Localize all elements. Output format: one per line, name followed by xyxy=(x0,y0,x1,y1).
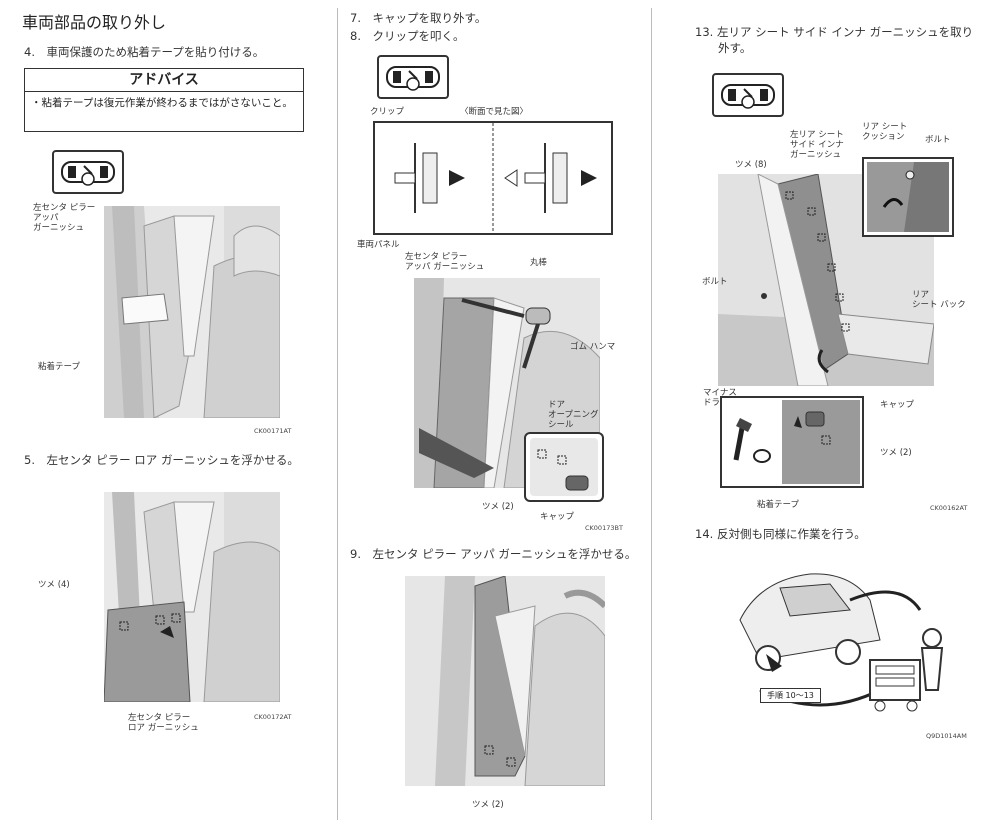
advice-box: アドバイス ・粘着テープは復元作業が終わるまではがさないこと。 xyxy=(24,68,304,132)
label-rear-seat-back: リア シート バック xyxy=(912,290,966,310)
label-steps-loop: 手順 10～13 xyxy=(760,688,821,703)
step-8: 8. クリップを叩く。 xyxy=(350,29,465,43)
figure-code: Q9D1014AM xyxy=(926,732,967,740)
label-upper-garnish: 左センタ ピラー アッパ ガーニッシュ xyxy=(405,252,485,272)
figure-repeat-other-side xyxy=(720,560,950,720)
step-4: 4. 車両保護のため粘着テープを貼り付ける。 xyxy=(24,45,265,59)
label-claw-4: ツメ (4) xyxy=(38,580,70,590)
section-title: 車両部品の取り外し xyxy=(22,13,167,32)
label-rod: 丸棒 xyxy=(530,258,548,268)
view-direction-icon xyxy=(712,73,784,117)
column-divider-1 xyxy=(337,8,338,820)
figure-upper-garnish-lift xyxy=(405,576,605,786)
figure-screwdriver-inset xyxy=(720,396,864,488)
label-rear-seat-garnish: 左リア シート サイド インナ ガーニッシュ xyxy=(790,130,844,160)
figure-lower-garnish xyxy=(104,492,280,702)
figure-pillar-tape xyxy=(104,206,280,418)
figure-hammer-clip xyxy=(414,278,600,488)
label-claw-8: ツメ (8) xyxy=(735,160,767,170)
label-flat-screwdriver: マイナス ドライバ xyxy=(703,388,737,408)
view-direction-icon xyxy=(377,55,449,99)
label-cap: キャップ xyxy=(880,400,915,410)
label-clip: クリップ xyxy=(370,107,405,117)
label-bolt: ボルト xyxy=(702,277,728,287)
view-direction-icon xyxy=(52,150,124,194)
advice-title: アドバイス xyxy=(25,69,303,92)
step-14: 14. 反対側も同様に作業を行う。 xyxy=(695,527,866,541)
step-13: 13. 左リア シート サイド インナ ガーニッシュを取り 外す。 xyxy=(695,25,974,55)
label-tape: 粘着テープ xyxy=(38,362,80,372)
figure-clip-cross-section xyxy=(373,121,613,235)
label-rubber-hammer: ゴム ハンマ xyxy=(570,342,616,352)
figure-cap-inset xyxy=(524,432,604,502)
label-cap: キャップ xyxy=(540,512,575,522)
figure-code: CK00171AT xyxy=(254,427,292,435)
column-divider-2 xyxy=(651,8,652,820)
car-view-icon xyxy=(386,66,440,91)
figure-code: CK00173BT xyxy=(585,524,623,532)
label-tape: 粘着テープ xyxy=(757,500,799,510)
step-9: 9. 左センタ ピラー アッパ ガーニッシュを浮かせる。 xyxy=(350,547,637,561)
step-5: 5. 左センタ ピラー ロア ガーニッシュを浮かせる。 xyxy=(24,453,299,467)
label-rear-cushion: リア シート クッション xyxy=(862,122,908,142)
label-section-view: 〈断面で見た図〉 xyxy=(460,107,529,117)
label-claw-2: ツメ (2) xyxy=(472,800,504,810)
label-claw-2: ツメ (2) xyxy=(482,502,514,512)
car-view-icon xyxy=(61,161,115,186)
label-bolt: ボルト xyxy=(925,135,951,145)
label-upper-garnish: 左センタ ピラー アッパ ガーニッシュ xyxy=(33,203,96,233)
advice-text: ・粘着テープは復元作業が終わるまではがさないこと。 xyxy=(31,97,293,109)
figure-cushion-inset xyxy=(862,157,954,237)
label-vehicle-panel: 車両パネル xyxy=(357,240,400,250)
label-lower-garnish: 左センタ ピラー ロア ガーニッシュ xyxy=(128,713,199,733)
step-7: 7. キャップを取り外す。 xyxy=(350,11,487,25)
figure-code: CK00172AT xyxy=(254,713,292,721)
label-door-seal: ドア オープニング シール xyxy=(548,400,599,430)
car-view-icon xyxy=(721,84,775,109)
figure-code: CK00162AT xyxy=(930,504,968,512)
label-claw-2: ツメ (2) xyxy=(880,448,912,458)
